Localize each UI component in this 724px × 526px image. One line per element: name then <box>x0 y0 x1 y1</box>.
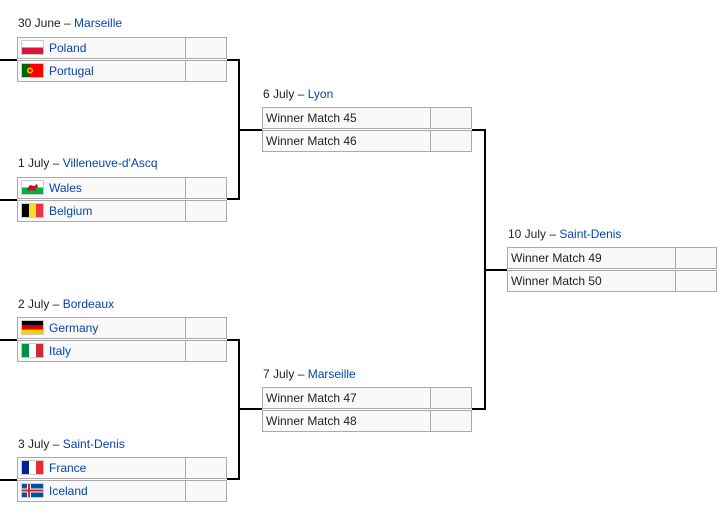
qf1-left-stub <box>0 59 17 61</box>
sf2-venue-link[interactable]: Marseille <box>307 367 356 381</box>
final-date: 10 July <box>508 227 547 241</box>
qf2-out-line <box>227 198 240 200</box>
final-team2-name: Winner Match 50 <box>511 274 602 288</box>
qf1-team2-score <box>185 61 226 81</box>
qf2-team1-row: Wales <box>17 177 227 199</box>
qf2-team1-score <box>185 178 226 198</box>
qf2-team1-link[interactable]: Wales <box>49 181 82 195</box>
sf1-team2-row: Winner Match 46 <box>262 130 472 152</box>
qf4-team2-link[interactable]: Iceland <box>49 484 88 498</box>
sf2-team1-row: Winner Match 47 <box>262 387 472 409</box>
qf3-date: 2 July <box>18 297 50 311</box>
qf1-venue-link[interactable]: Marseille <box>74 16 123 30</box>
qf3-team2-row: Italy <box>17 340 227 362</box>
sf2-out-line <box>472 408 486 410</box>
qf1-label: 30 June – Marseille <box>18 16 123 30</box>
sf1-team2-name: Winner Match 46 <box>266 134 357 148</box>
qf1-date: 30 June <box>18 16 61 30</box>
sf1-venue-link[interactable]: Lyon <box>307 87 334 101</box>
italy-flag-icon <box>21 343 44 359</box>
qf3-team2-link[interactable]: Italy <box>49 344 72 358</box>
qf4-venue-link[interactable]: Saint-Denis <box>62 437 125 451</box>
sf2-label: 7 July – Marseille <box>263 367 356 381</box>
qf2-team2-row: Belgium <box>17 200 227 222</box>
qf3-team2-score <box>185 341 226 361</box>
qf3-venue-link[interactable]: Bordeaux <box>62 297 115 311</box>
final-team1-score <box>675 248 716 268</box>
sf2-team2-name: Winner Match 48 <box>266 414 357 428</box>
qf1-team2-row: Portugal <box>17 60 227 82</box>
qf4-date: 3 July <box>18 437 50 451</box>
iceland-flag-icon <box>21 483 44 499</box>
qf3-out-line <box>227 339 240 341</box>
qf4-left-stub <box>0 479 17 481</box>
sf1-label: 6 July – Lyon <box>263 87 334 101</box>
sf2-in-line <box>238 408 262 410</box>
qf2-team2-link[interactable]: Belgium <box>49 204 93 218</box>
qf4-label: 3 July – Saint-Denis <box>18 437 125 451</box>
qf4-out-line <box>227 478 240 480</box>
final-team2-row: Winner Match 50 <box>507 270 717 292</box>
qf4-team1-row: France <box>17 457 227 479</box>
sf2-team1-name: Winner Match 47 <box>266 391 357 405</box>
final-in-line <box>484 269 507 271</box>
qf2-team2-score <box>185 201 226 221</box>
final-team2-score <box>675 271 716 291</box>
qf4-team2-row: Iceland <box>17 480 227 502</box>
sf1-out-line <box>472 129 486 131</box>
qf3-left-stub <box>0 339 17 341</box>
sf1-team2-score <box>430 131 471 151</box>
sf2-date: 7 July <box>263 367 295 381</box>
qf3-label: 2 July – Bordeaux <box>18 297 115 311</box>
germany-flag-icon <box>21 320 44 336</box>
sf1-team1-score <box>430 108 471 128</box>
wales-flag-icon <box>21 180 44 196</box>
qf1-team1-link[interactable]: Poland <box>49 41 87 55</box>
france-flag-icon <box>21 460 44 476</box>
final-team1-row: Winner Match 49 <box>507 247 717 269</box>
qf1-team2-link[interactable]: Portugal <box>49 64 94 78</box>
sf1-team1-name: Winner Match 45 <box>266 111 357 125</box>
qf2-label: 1 July – Villeneuve-d'Ascq <box>18 156 158 170</box>
sf2-team2-row: Winner Match 48 <box>262 410 472 432</box>
qf4-team1-link[interactable]: France <box>49 461 87 475</box>
sf2-team1-score <box>430 388 471 408</box>
belgium-flag-icon <box>21 203 44 219</box>
final-venue-link[interactable]: Saint-Denis <box>559 227 622 241</box>
qf1-team1-row: Poland <box>17 37 227 59</box>
qf3-team1-row: Germany <box>17 317 227 339</box>
qf1-team1-score <box>185 38 226 58</box>
poland-flag-icon <box>21 40 44 56</box>
qf2-date: 1 July <box>18 156 50 170</box>
sf1-date: 6 July <box>263 87 295 101</box>
qf3-team1-link[interactable]: Germany <box>49 321 99 335</box>
qf4-team1-score <box>185 458 226 478</box>
qf1-out-line <box>227 59 240 61</box>
qf2-left-stub <box>0 199 17 201</box>
sf2-team2-score <box>430 411 471 431</box>
qf4-team2-score <box>185 481 226 501</box>
final-label: 10 July – Saint-Denis <box>508 227 622 241</box>
sf1-team1-row: Winner Match 45 <box>262 107 472 129</box>
sf1-in-line <box>238 129 262 131</box>
qf3-team1-score <box>185 318 226 338</box>
qf2-venue-link[interactable]: Villeneuve-d'Ascq <box>62 156 158 170</box>
final-team1-name: Winner Match 49 <box>511 251 602 265</box>
portugal-flag-icon <box>21 63 44 79</box>
